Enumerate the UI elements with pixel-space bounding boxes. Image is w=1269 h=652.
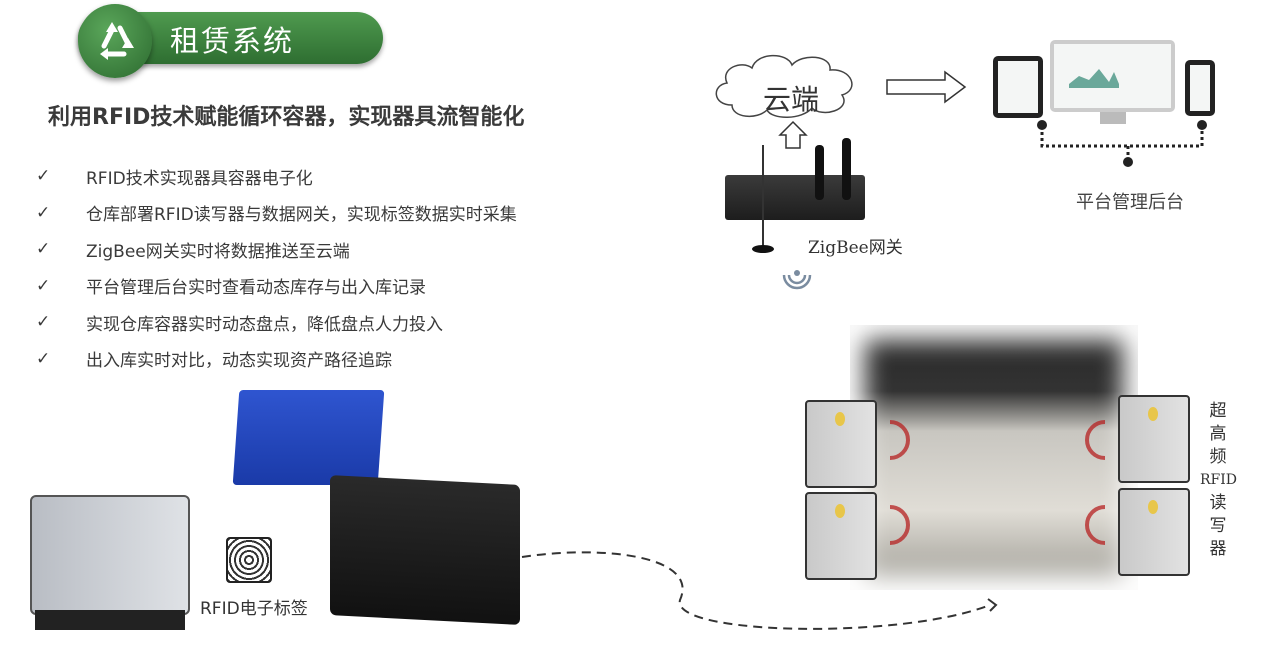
antenna	[815, 145, 824, 200]
antenna	[842, 138, 851, 200]
check-icon: ✓	[36, 239, 51, 260]
tablet-icon	[993, 56, 1043, 118]
list-item: ✓平台管理后台实时查看动态库存与出入库记录	[36, 275, 426, 299]
arrow-up-icon	[778, 120, 808, 149]
dashed-flow-arrow	[521, 551, 998, 630]
network-connector	[1037, 120, 1207, 167]
recycle-icon	[78, 4, 152, 78]
check-icon: ✓	[36, 202, 51, 223]
gateway-device	[725, 175, 865, 220]
rfid-reader	[1118, 395, 1190, 483]
check-icon: ✓	[36, 166, 51, 187]
gateway-label: ZigBee网关	[808, 238, 903, 258]
list-item: ✓仓库部署RFID读写器与数据网关，实现标签数据实时采集	[36, 202, 517, 226]
tag-label: RFID电子标签	[200, 599, 308, 619]
check-icon: ✓	[36, 312, 51, 333]
monitor-icon	[1050, 40, 1175, 112]
list-item: ✓ZigBee网关实时将数据推送至云端	[36, 239, 350, 262]
feature-list: ✓RFID技术实现器具容器电子化 ✓仓库部署RFID读写器与数据网关，实现标签数…	[36, 158, 517, 377]
pallet-box	[30, 495, 190, 615]
pallet-base	[35, 610, 185, 630]
check-icon: ✓	[36, 275, 51, 296]
antenna-base	[752, 245, 774, 253]
rfid-reader	[805, 400, 877, 488]
rfid-tag-icon	[226, 537, 272, 583]
rfid-reader	[1118, 488, 1190, 576]
phone-icon	[1185, 60, 1215, 116]
list-item: ✓实现仓库容器实时动态盘点，降低盘点人力投入	[36, 312, 443, 335]
blue-crate	[232, 390, 385, 485]
rfid-reader	[805, 492, 877, 580]
black-crate	[330, 475, 520, 625]
check-icon: ✓	[36, 348, 51, 369]
antenna	[762, 145, 764, 250]
list-item: ✓RFID技术实现器具容器电子化	[36, 166, 313, 189]
arrow-right-icon	[886, 70, 967, 104]
platform-label: 平台管理后台	[1076, 192, 1184, 213]
cloud-label: 云端	[763, 83, 820, 116]
monitor-stand	[1100, 112, 1126, 124]
subtitle: 利用RFID技术赋能循环容器，实现器具流智能化	[48, 105, 525, 130]
list-item: ✓出入库实时对比，动态实现资产路径追踪	[36, 348, 392, 372]
cloud-icon	[715, 54, 853, 118]
page-title: 租赁系统	[170, 24, 295, 58]
wireless-signal-icon	[782, 270, 812, 290]
